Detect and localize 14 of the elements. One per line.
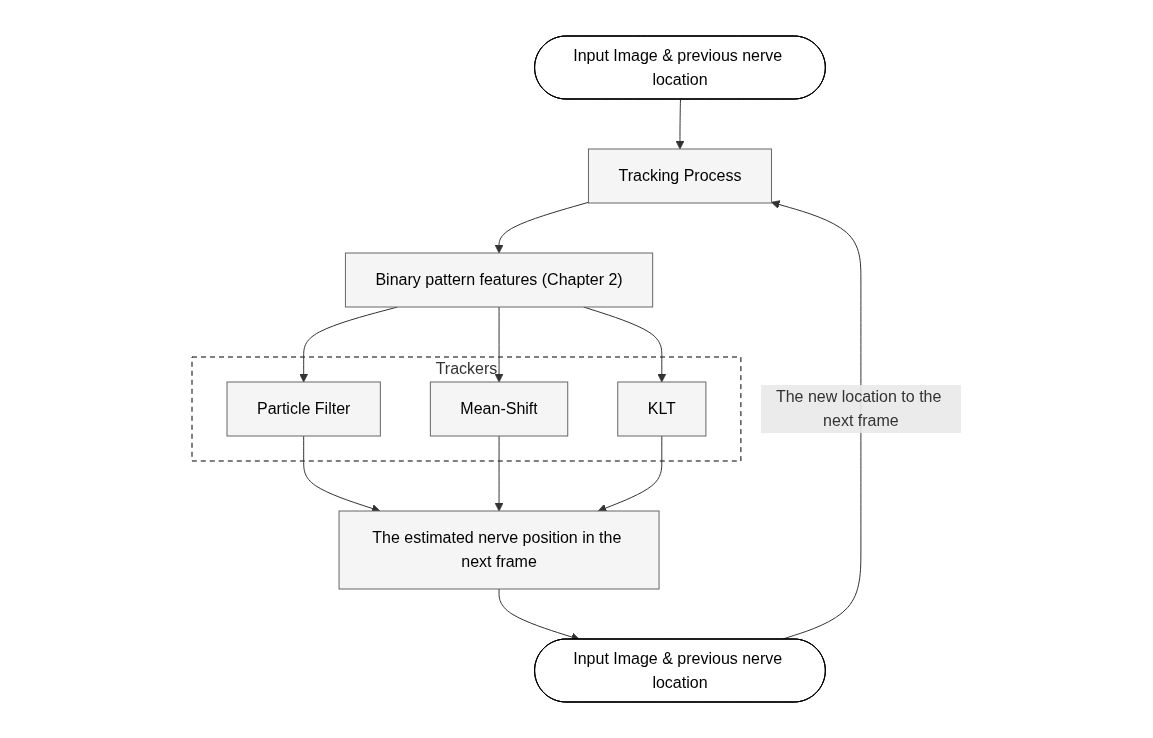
node-box: Binary pattern features (Chapter 2) xyxy=(345,252,654,308)
arrow xyxy=(675,99,685,150)
node-box: Mean-Shift xyxy=(429,381,569,437)
arrow xyxy=(597,435,663,513)
node-box: The estimated nerve position in the next frame xyxy=(338,510,660,590)
arrow xyxy=(494,201,589,254)
arrow xyxy=(771,200,862,640)
arrow xyxy=(494,306,504,383)
arrow xyxy=(494,435,504,512)
arrow xyxy=(303,435,381,513)
node-box: Tracking Process xyxy=(588,148,772,204)
node-box: KLT xyxy=(617,381,707,437)
node-box: Particle Filter xyxy=(226,381,381,437)
edge-label: The new location to the next frame xyxy=(775,388,942,429)
